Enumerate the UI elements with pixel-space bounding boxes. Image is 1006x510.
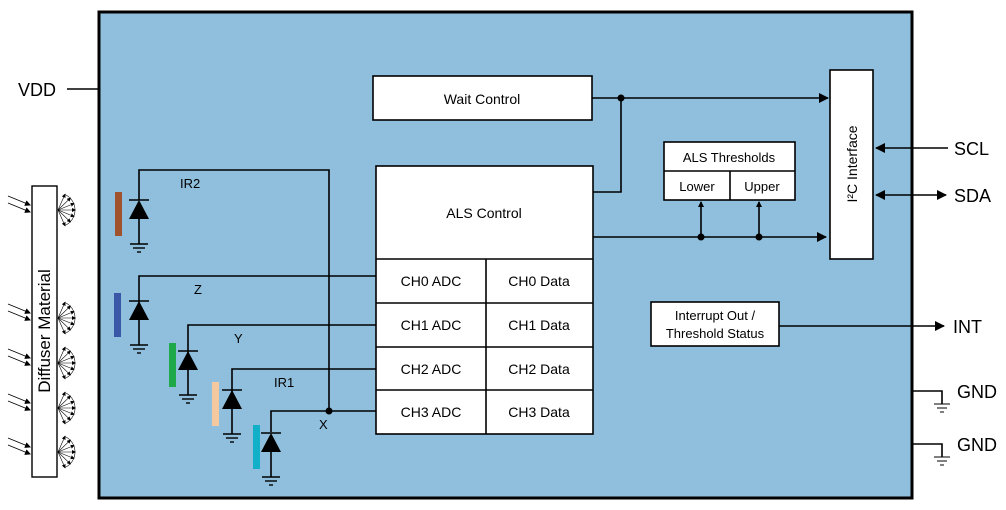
upper-threshold-label: Upper [744,179,780,194]
label-ir2: IR2 [180,176,200,191]
diffused-light-icon [57,346,76,380]
als-control-label: ALS Control [446,205,521,221]
gnd-pin-1: GND [912,382,997,413]
channel-row: CH0 ADC CH0 Data [401,273,570,289]
color-filter-x [253,425,260,469]
diffused-light-icon [57,435,76,469]
channel-data-label: CH3 Data [508,404,570,420]
color-filter-ir2 [115,192,122,236]
channel-adc-label: CH3 ADC [401,404,462,420]
interrupt-label-line1: Interrupt Out / [675,308,756,323]
scl-pin: SCL [875,139,989,159]
sda-pin: SDA [875,186,991,206]
incident-light-icon [7,348,31,366]
diode-icon [178,351,198,370]
als-control-block: ALS Control [375,165,594,435]
interrupt-block: Interrupt Out / Threshold Status [650,301,780,347]
incident-light-icon [7,195,31,213]
label-ir1: IR1 [274,375,294,390]
ground-icon [130,344,148,354]
channel-data-label: CH0 Data [508,273,570,289]
als-thresholds-block: ALS Thresholds Lower Upper [663,141,796,201]
color-filter-z [114,293,121,337]
lower-threshold-label: Lower [679,179,715,194]
channel-row: CH3 ADC CH3 Data [401,404,570,420]
diode-icon [222,390,242,409]
diffused-light-icon [57,193,76,227]
int-pin: INT [779,317,982,337]
label-z: Z [194,282,202,297]
channel-data-label: CH1 Data [508,317,570,333]
diode-icon [129,200,149,219]
i2c-interface-label: I²C Interface [844,125,860,202]
photodiode-z [114,293,149,354]
incident-light-icon [7,437,31,455]
color-filter-ir1 [212,382,219,426]
wait-control-block: Wait Control [372,75,593,121]
incident-light-icon [7,393,31,411]
diffused-light-icon [57,301,76,335]
incident-light-icon [7,303,31,321]
photodiode-array [114,192,281,486]
i2c-interface-block: I²C Interface [829,69,874,260]
gnd-pin-2: GND [912,435,997,466]
scl-label: SCL [954,139,989,159]
vdd-label: VDD [18,80,56,100]
diffuser-label: Diffuser Material [35,269,54,392]
diffuser: Diffuser Material [7,185,76,478]
label-y: Y [234,331,243,346]
channel-adc-label: CH1 ADC [401,317,462,333]
diode-icon [261,433,281,452]
wait-control-label: Wait Control [444,91,521,107]
interrupt-label-line2: Threshold Status [666,326,765,341]
channel-row: CH1 ADC CH1 Data [401,317,570,333]
gnd-label-2: GND [957,435,997,455]
ground-icon [130,243,148,253]
diffused-light-icon [57,391,76,425]
channel-row: CH2 ADC CH2 Data [401,361,570,377]
photodiode-ir2 [115,192,149,253]
diode-icon [129,301,149,320]
channel-adc-label: CH0 ADC [401,273,462,289]
ground-icon [262,476,280,486]
label-x: X [319,417,328,432]
ground-icon [179,394,197,404]
diode-wiring [138,169,376,432]
color-filter-y [169,343,176,387]
als-thresholds-label: ALS Thresholds [683,150,776,165]
channel-data-label: CH2 Data [508,361,570,377]
int-label: INT [953,317,982,337]
sda-label: SDA [954,186,991,206]
photodiode-x [253,425,281,486]
ground-icon [223,433,241,443]
vdd-pin: VDD [18,80,99,100]
photodiode-ir1 [212,382,242,443]
channel-adc-label: CH2 ADC [401,361,462,377]
control-wiring [592,93,829,242]
gnd-label-1: GND [957,382,997,402]
